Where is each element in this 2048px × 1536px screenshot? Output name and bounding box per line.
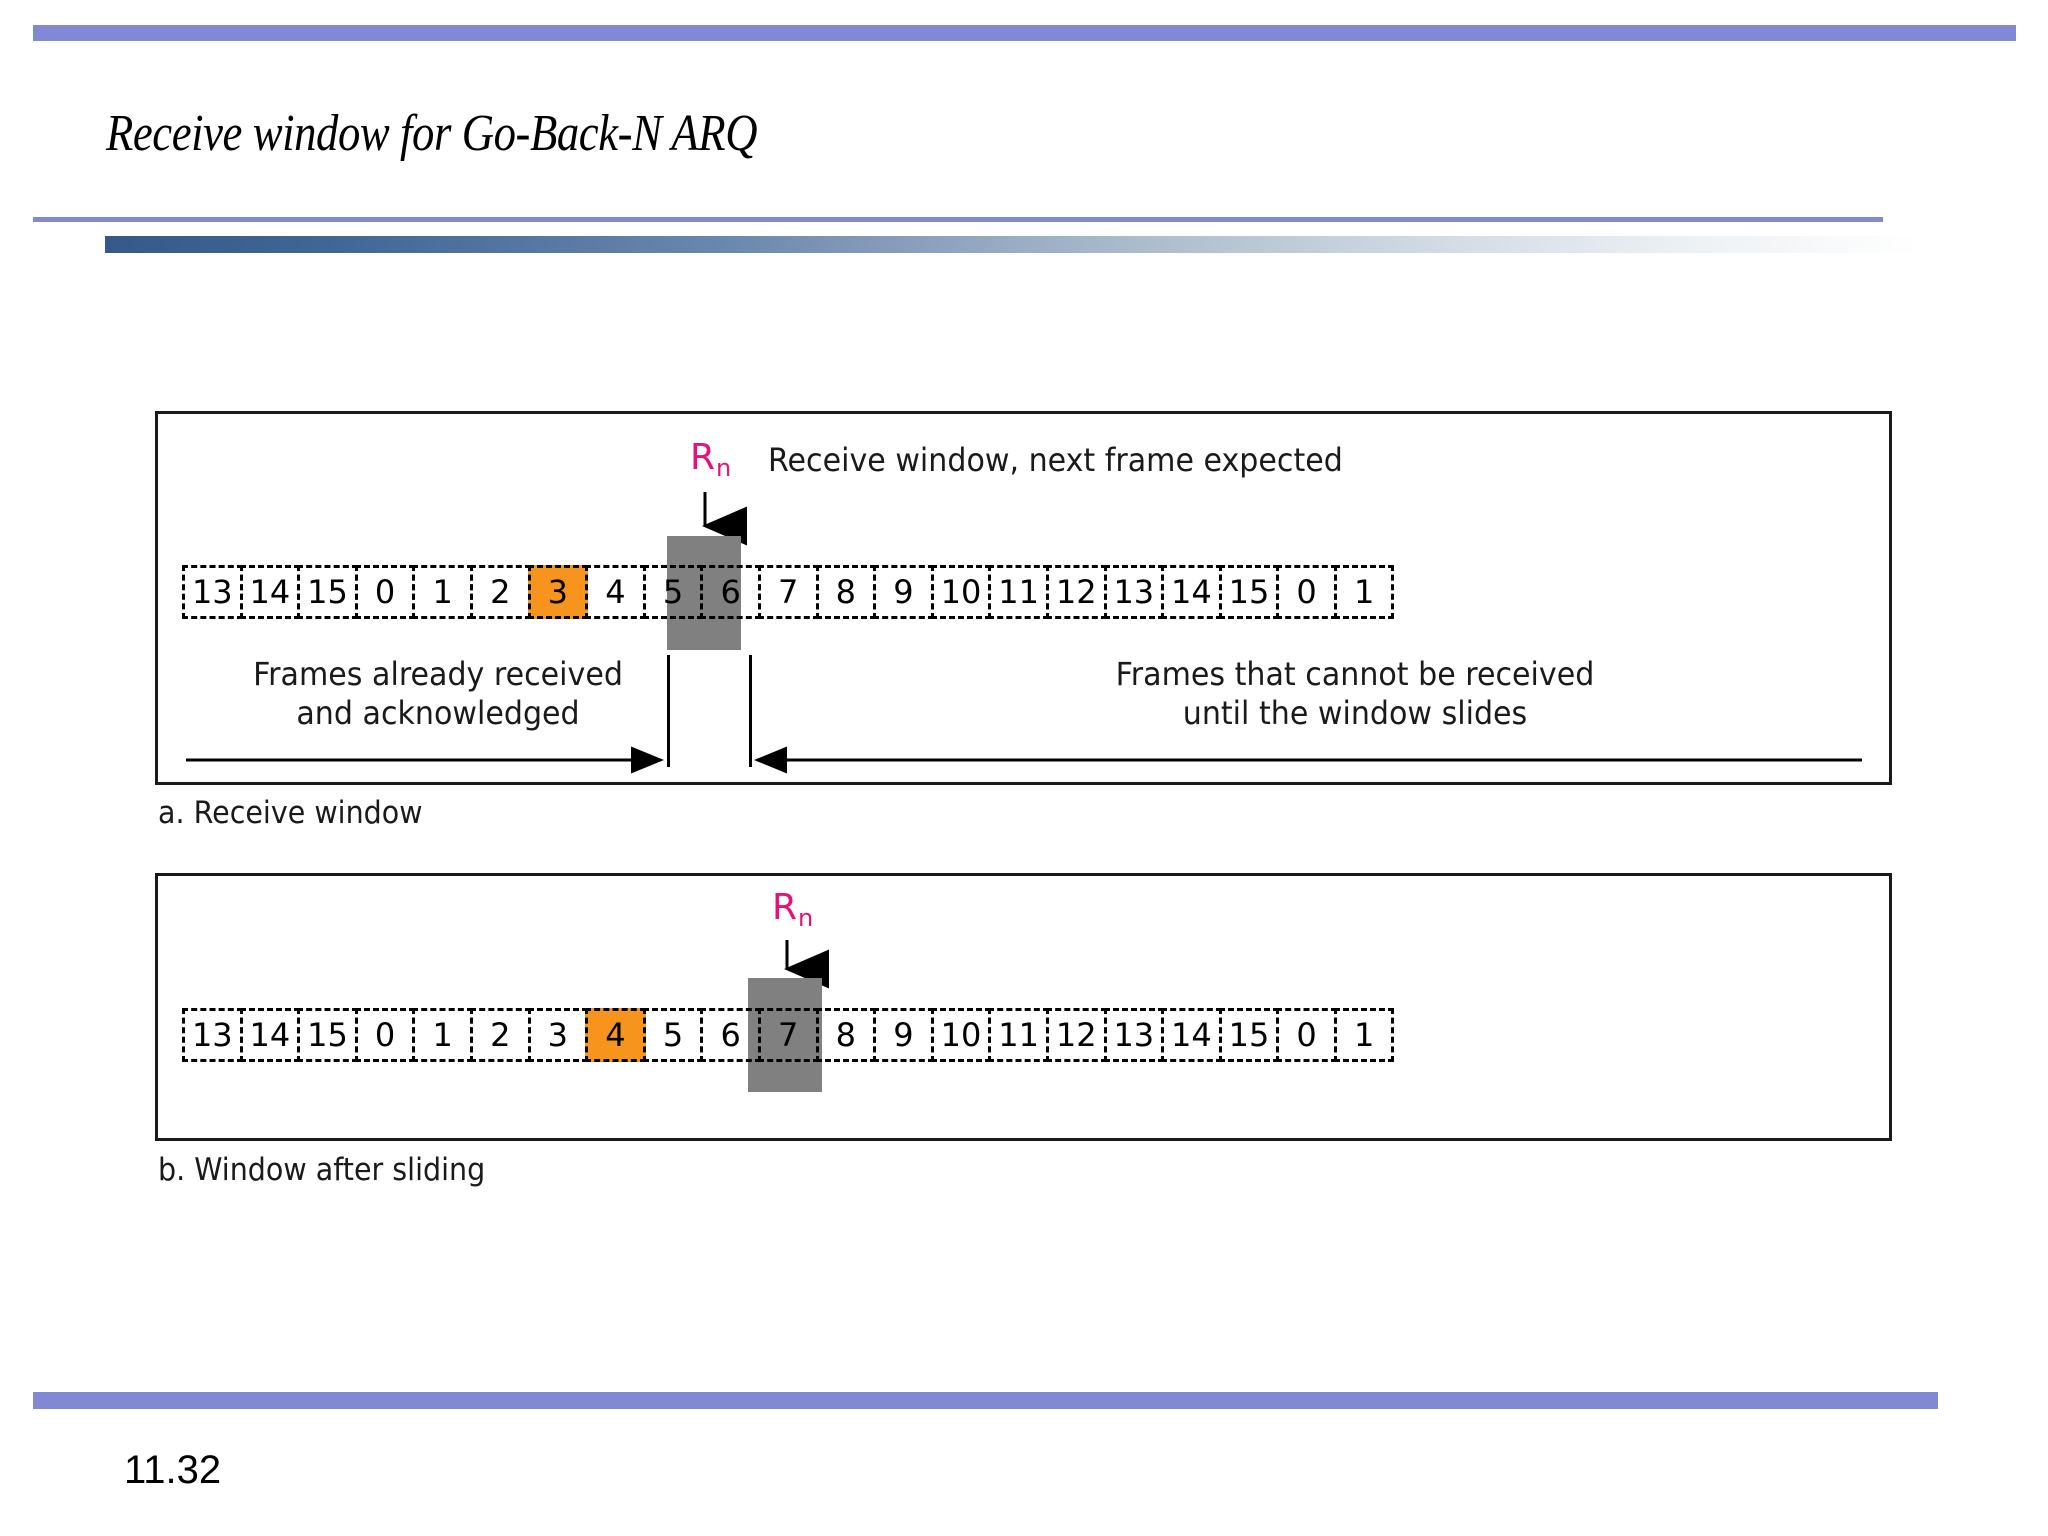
frame-cell: 5 xyxy=(642,1008,704,1062)
frame-cell: 15 xyxy=(1218,1008,1280,1062)
annotation-left-a: Frames already received and acknowledged xyxy=(241,655,636,733)
annotation-left-line2: and acknowledged xyxy=(296,694,580,733)
window-tick-left xyxy=(667,655,670,767)
figure-panel-receive-window xyxy=(155,411,1892,785)
frame-cell: 1 xyxy=(1333,1008,1395,1062)
frame-cell: 11 xyxy=(988,1008,1049,1062)
frame-cell: 10 xyxy=(930,565,992,619)
footer-accent-bar xyxy=(33,1392,1938,1409)
page-title: Receive window for Go-Back-N ARQ xyxy=(106,105,758,162)
rn-label-a: Rn xyxy=(690,437,732,482)
frame-cell: 3 xyxy=(527,1008,589,1062)
frame-cell: 1 xyxy=(1333,565,1395,619)
frame-cell: 13 xyxy=(182,1008,243,1062)
panel-caption-a: a. Receive window xyxy=(158,795,423,831)
frame-cell: 1 xyxy=(412,565,473,619)
frame-cell: 3 xyxy=(527,565,589,619)
frame-cell: 14 xyxy=(239,1008,301,1062)
frame-cell: 4 xyxy=(585,1008,646,1062)
frame-cell: 2 xyxy=(469,1008,531,1062)
frame-cell: 4 xyxy=(585,565,646,619)
title-gradient-bar xyxy=(105,236,1920,253)
frame-cell: 7 xyxy=(757,565,819,619)
frame-cell: 15 xyxy=(1218,565,1280,619)
frame-cell: 11 xyxy=(988,565,1049,619)
frame-cell: 8 xyxy=(815,565,877,619)
annotation-right-a: Frames that cannot be received until the… xyxy=(913,655,1797,733)
annotation-right-line2: until the window slides xyxy=(1182,694,1528,733)
frame-cell: 7 xyxy=(757,1008,819,1062)
frame-cell: 2 xyxy=(469,565,531,619)
frame-cell: 12 xyxy=(1045,565,1107,619)
frame-cell: 14 xyxy=(239,565,301,619)
rn-label-b: Rn xyxy=(772,887,814,932)
frame-cell: 8 xyxy=(815,1008,877,1062)
window-block-a xyxy=(667,536,741,650)
frame-cell: 9 xyxy=(873,1008,934,1062)
annotation-left-line1: Frames already received xyxy=(253,655,623,693)
frame-cell: 15 xyxy=(297,1008,358,1062)
frame-cell: 5 xyxy=(642,565,704,619)
receive-window-note: Receive window, next frame expected xyxy=(768,441,1343,479)
frame-cell: 14 xyxy=(1161,565,1222,619)
panel-caption-b: b. Window after sliding xyxy=(158,1152,486,1188)
frame-cell: 0 xyxy=(354,1008,416,1062)
window-tick-right xyxy=(749,655,752,767)
frame-cell: 12 xyxy=(1045,1008,1107,1062)
frame-cell: 0 xyxy=(1276,565,1337,619)
frame-cell: 9 xyxy=(873,565,934,619)
top-accent-bar xyxy=(33,25,2016,41)
frame-cell: 0 xyxy=(1276,1008,1337,1062)
frame-cell: 13 xyxy=(1103,565,1165,619)
title-divider-rule xyxy=(33,217,1883,222)
frame-cell: 6 xyxy=(700,1008,761,1062)
frame-cell: 15 xyxy=(297,565,358,619)
frame-cell: 10 xyxy=(930,1008,992,1062)
frame-cell: 1 xyxy=(412,1008,473,1062)
figure-panel-window-after-sliding xyxy=(155,873,1892,1141)
frame-cell: 13 xyxy=(1103,1008,1165,1062)
frame-cell: 0 xyxy=(354,565,416,619)
frame-cell: 13 xyxy=(182,565,243,619)
frame-cell: 14 xyxy=(1161,1008,1222,1062)
page-number: 11.32 xyxy=(124,1448,222,1492)
frame-cell: 6 xyxy=(700,565,761,619)
annotation-right-line1: Frames that cannot be received xyxy=(1115,655,1595,693)
